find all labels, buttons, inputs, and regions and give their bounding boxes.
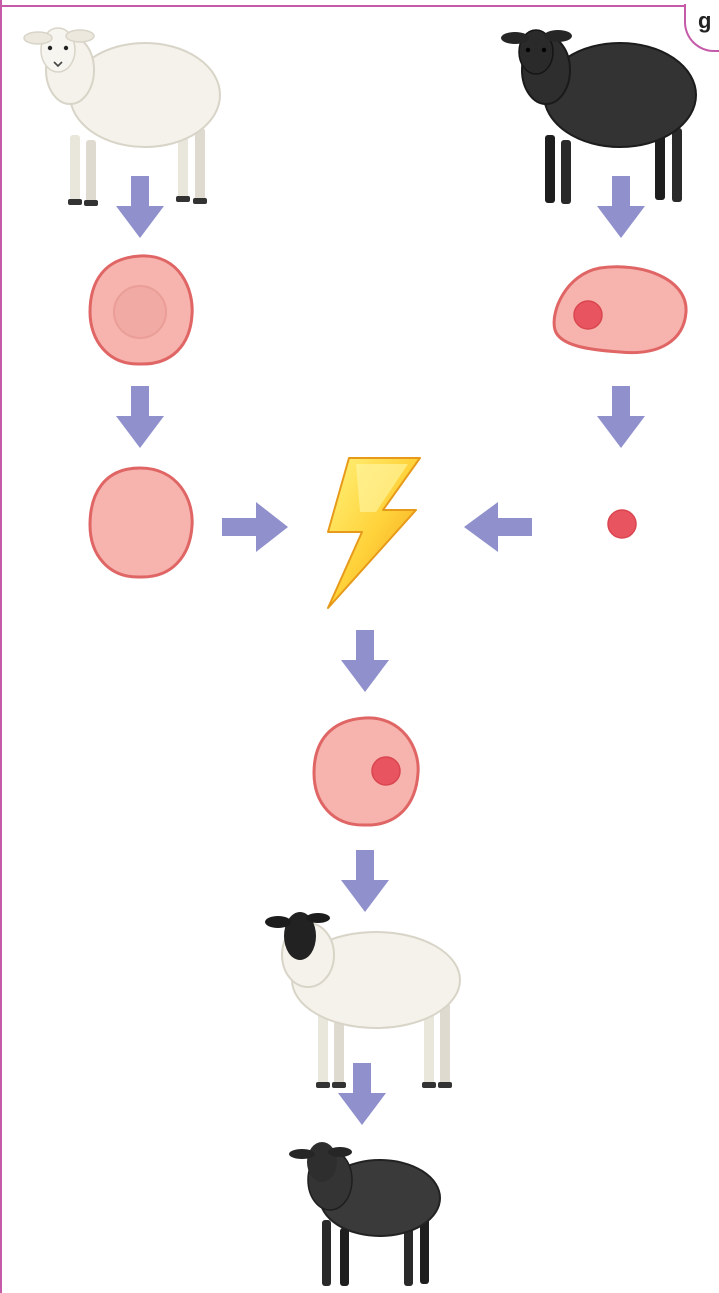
black-sheep-icon — [501, 30, 696, 204]
blackface-sheep-icon — [265, 912, 460, 1088]
nucleus-icon — [608, 510, 636, 538]
lightning-bolt-icon — [328, 458, 420, 608]
white-sheep-icon — [24, 28, 220, 206]
fused-cell-icon — [314, 718, 418, 825]
arrow-down-icon — [341, 850, 389, 912]
body-cell-icon — [554, 267, 686, 353]
arrow-down-icon — [341, 630, 389, 692]
arrow-down-icon — [116, 176, 164, 238]
egg-cell-icon — [90, 256, 192, 364]
arrow-right-icon — [222, 502, 288, 552]
enucleated-egg-icon — [90, 468, 192, 577]
arrow-down-icon — [597, 176, 645, 238]
arrow-down-icon — [597, 386, 645, 448]
arrow-down-icon — [338, 1063, 386, 1125]
arrow-left-icon — [464, 502, 532, 552]
page-corner-label: g — [698, 8, 711, 34]
black-lamb-icon — [289, 1142, 440, 1286]
arrow-down-icon — [116, 386, 164, 448]
